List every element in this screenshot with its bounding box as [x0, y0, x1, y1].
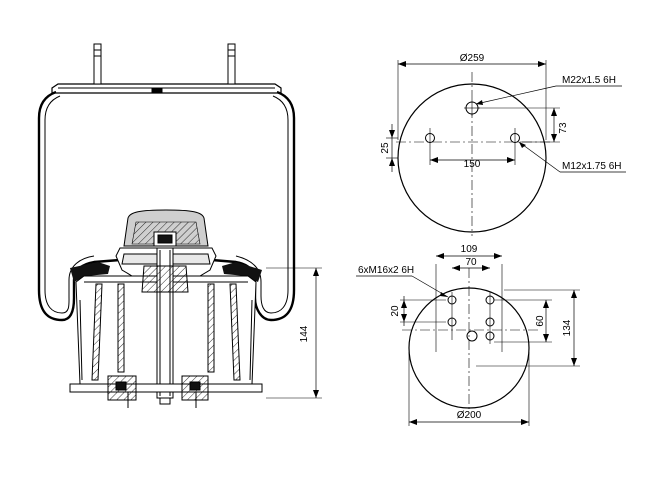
base-hole-5-icon [466, 330, 478, 342]
bottom-thread-label: 6xM16x2 6H [358, 265, 414, 276]
top-stud-right [227, 43, 236, 85]
top-height-label: 73 [558, 122, 569, 134]
bottom-inner-spacing-label: 70 [465, 257, 477, 268]
bottom-vert-small-label: 20 [390, 305, 401, 317]
top-thread-side-label: M12x1.75 6H [562, 161, 621, 172]
top-stud-left [93, 43, 102, 85]
top-view [386, 60, 626, 236]
top-thread-center-label: M22x1.5 6H [562, 75, 616, 86]
bottom-diameter-label: Ø200 [457, 410, 482, 421]
bottom-vert-large-label: 134 [562, 319, 573, 336]
side-height-label: 144 [299, 325, 310, 342]
base-plate [69, 383, 263, 393]
top-offset-label: 25 [380, 142, 391, 154]
bottom-vert-mid-label: 60 [535, 315, 546, 327]
top-diameter-label: Ø259 [460, 53, 485, 64]
top-spacing-label: 150 [464, 159, 481, 170]
bottom-outer-spacing-label: 109 [461, 244, 478, 255]
bottom-view [356, 253, 580, 426]
side-view [37, 43, 322, 408]
